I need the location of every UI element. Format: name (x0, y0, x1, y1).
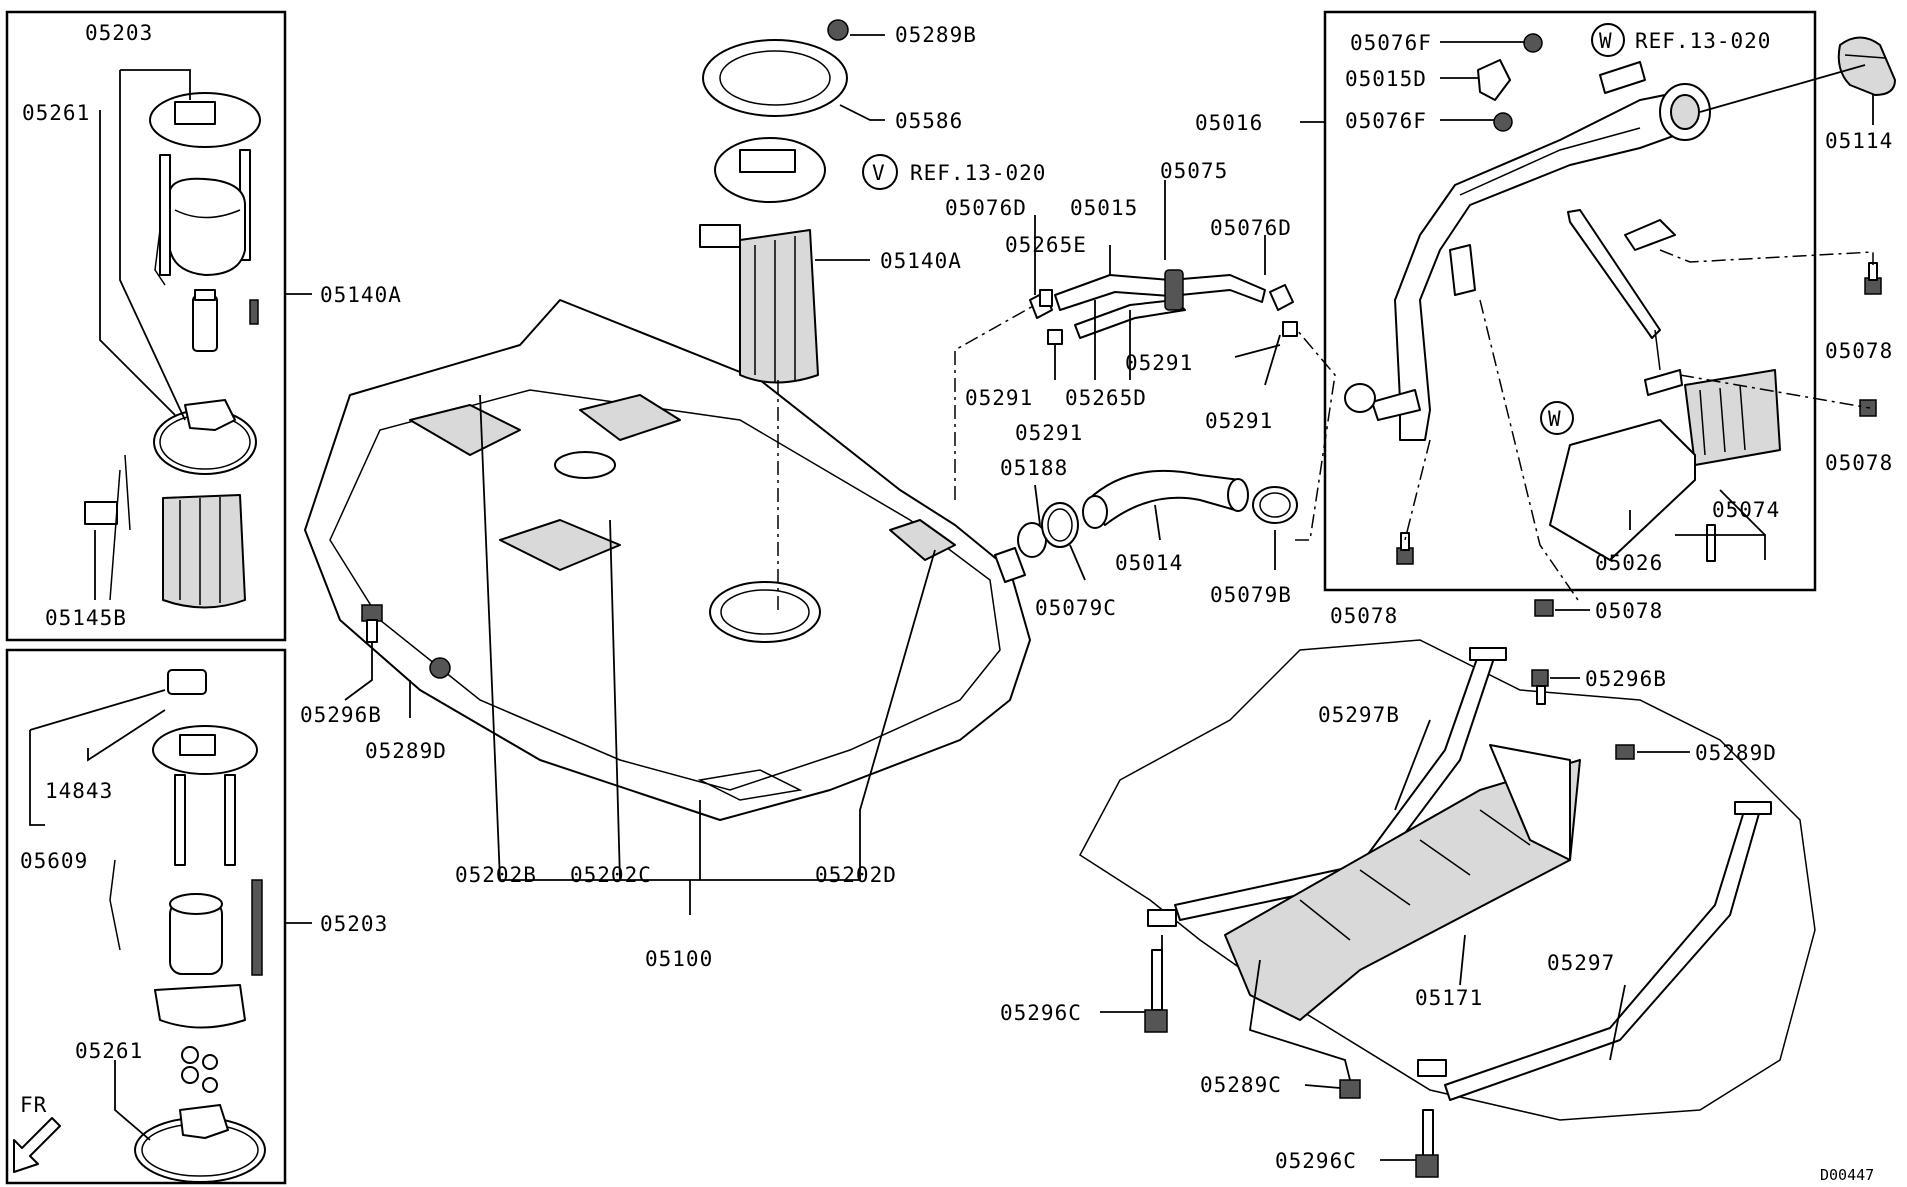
label-05100: 05100 (645, 947, 713, 971)
label-05202B: 05202B (455, 863, 537, 887)
label-05171: 05171 (1415, 986, 1483, 1010)
fuel-pump-assembly-inset-top (5, 10, 287, 642)
label-05203-top: 05203 (85, 21, 153, 45)
bottom-leaders (1100, 677, 1690, 1161)
vent-hoses (1029, 269, 1298, 345)
filler-hose-05014 (1082, 469, 1249, 529)
label-05296B-left: 05296B (300, 703, 382, 727)
label-05078-right: 05078 (1825, 451, 1893, 475)
ref-marker-v (862, 154, 898, 190)
tank-bolts-left (361, 604, 451, 679)
right-inset-leaders (1300, 41, 1874, 601)
label-05145B: 05145B (45, 606, 127, 630)
label-05586: 05586 (895, 109, 963, 133)
hose-clamps (1017, 486, 1298, 558)
label-05076F-top: 05076F (1350, 31, 1432, 55)
label-05026: 05026 (1595, 551, 1663, 575)
label-05074: 05074 (1712, 498, 1780, 522)
fuel-pump-assembly-inset-bottom (5, 648, 287, 1185)
ref-marker-w-letter: W (1599, 29, 1613, 53)
label-05075: 05075 (1160, 159, 1228, 183)
label-05203-bottom: 05203 (320, 912, 388, 936)
diagram-id: D00447 (1820, 1166, 1874, 1184)
label-05265E: 05265E (1005, 233, 1087, 257)
filler-neck-inset (1323, 10, 1817, 592)
label-05076D-right: 05076D (1210, 216, 1292, 240)
label-05609: 05609 (20, 849, 88, 873)
label-05079C: 05079C (1035, 596, 1117, 620)
label-05114: 05114 (1825, 129, 1893, 153)
label-05261-top: 05261 (22, 101, 90, 125)
label-05078-upper: 05078 (1825, 339, 1893, 363)
ref-marker-v-letter: V (872, 161, 886, 185)
top-inset-leaders (94, 69, 312, 600)
bolt-05078 (1534, 599, 1554, 617)
label-05014: 05014 (1115, 551, 1183, 575)
label-05297: 05297 (1547, 951, 1615, 975)
front-direction-arrow: FR (13, 1093, 61, 1173)
label-05265D: 05265D (1065, 386, 1147, 410)
label-05291-left: 05291 (965, 386, 1033, 410)
label-05291-lower: 05291 (1015, 421, 1083, 445)
bottom-inset-pump-parts (109, 669, 266, 1183)
filler-neck-05016 (1344, 61, 1711, 441)
middle-leaders (954, 180, 1336, 581)
label-05202D: 05202D (815, 863, 897, 887)
fuel-tank-05100 (304, 299, 1031, 821)
label-05015: 05015 (1070, 196, 1138, 220)
tank-straps-05297 (1174, 647, 1772, 1101)
label-05076D-left: 05076D (945, 196, 1027, 220)
label-fr: FR (20, 1093, 47, 1117)
label-05076F-bottom: 05076F (1345, 109, 1427, 133)
label-05140A: 05140A (880, 249, 962, 273)
label-05289D-bottom: 05289D (1695, 741, 1777, 765)
ref-marker-w-text: REF.13-020 (1635, 29, 1771, 53)
label-05296C-bottom: 05296C (1275, 1149, 1357, 1173)
label-05188: 05188 (1000, 456, 1068, 480)
pump-module-center (699, 19, 849, 384)
label-05015D: 05015D (1345, 67, 1427, 91)
label-05289B: 05289B (895, 23, 977, 47)
label-05079B: 05079B (1210, 583, 1292, 607)
heat-shield-05171 (1224, 744, 1581, 1021)
bottom-inset-leaders (29, 689, 312, 1141)
label-14843: 14843 (45, 779, 113, 803)
label-05297B: 05297B (1318, 703, 1400, 727)
label-05261-bottom: 05261 (75, 1039, 143, 1063)
ref-marker-w2 (1540, 401, 1574, 435)
center-leaders (344, 34, 936, 915)
label-05296B-bottom: 05296B (1585, 667, 1667, 691)
label-05078-bottom-left: 05078 (1330, 604, 1398, 628)
filler-cover-05026 (1549, 369, 1781, 561)
label-05078-bottom: 05078 (1595, 599, 1663, 623)
label-05289C: 05289C (1200, 1073, 1282, 1097)
label-05140A-inset: 05140A (320, 283, 402, 307)
label-05291-right: 05291 (1205, 409, 1273, 433)
label-05202C: 05202C (570, 863, 652, 887)
label-05291-upper-mid: 05291 (1125, 351, 1193, 375)
label-05296C-left: 05296C (1000, 1001, 1082, 1025)
bottom-bolts (1144, 669, 1635, 1178)
fuel-cap-05114 (1837, 36, 1896, 96)
ref-marker-v-text: REF.13-020 (910, 161, 1046, 185)
top-inset-pump-parts (84, 92, 261, 609)
label-05289D-left: 05289D (365, 739, 447, 763)
label-05016: 05016 (1195, 111, 1263, 135)
ref-marker-w2-letter: W (1548, 407, 1562, 431)
ref-marker-w (1591, 23, 1625, 57)
